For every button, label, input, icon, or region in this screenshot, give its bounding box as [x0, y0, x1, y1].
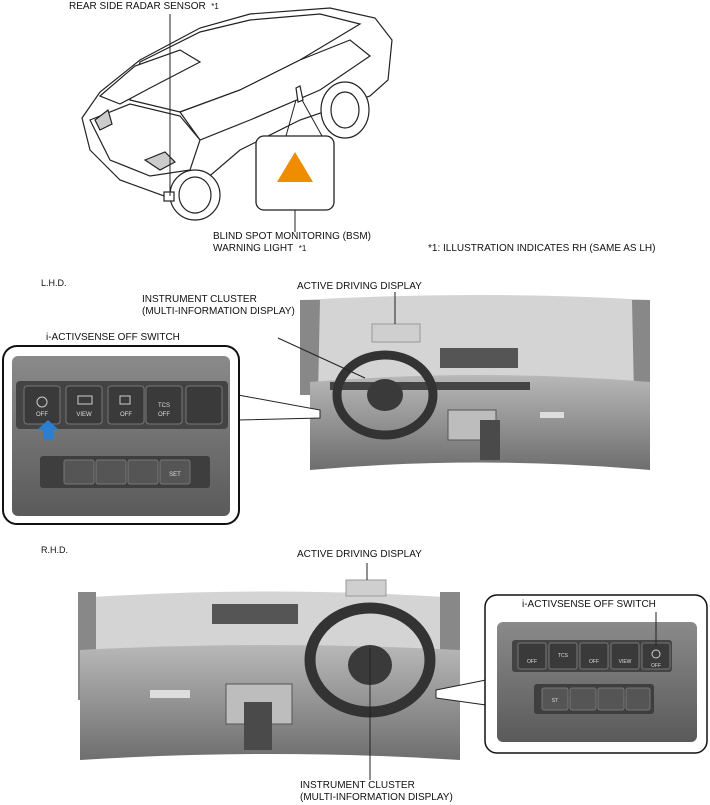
rear-sensor-label: REAR SIDE RADAR SENSOR *1 [69, 1, 219, 13]
rhd-switch-2-label: TCS [558, 653, 568, 659]
rhd-switch-5-label: OFF [651, 663, 661, 669]
rhd-switch-title: i-ACTIVSENSE OFF SWITCH [522, 599, 656, 610]
lhd-cluster-label-line2: (MULTI-INFORMATION DISPLAY) [142, 306, 295, 317]
lhd-lower-switch-label: SET [169, 472, 181, 478]
lhd-switch-1-label: OFF [36, 412, 48, 418]
lhd-switch-3-label: OFF [120, 412, 132, 418]
lhd-zoom-wedge [237, 394, 321, 421]
rear-sensor-note: *1 [211, 2, 219, 11]
lhd-cluster-label-line1: INSTRUMENT CLUSTER [142, 294, 257, 305]
rhd-active-display-label: ACTIVE DRIVING DISPLAY [297, 549, 422, 560]
lhd-switch-2-label: VIEW [76, 412, 92, 418]
leader-mirror [285, 99, 297, 137]
rhd-switch-3-label: OFF [589, 659, 599, 665]
lhd-switch-5-label: OFF [158, 412, 170, 418]
lhd-leader-cluster [277, 337, 366, 379]
lhd-switch-row [23, 385, 223, 425]
lhd-active-display-label: ACTIVE DRIVING DISPLAY [297, 281, 422, 292]
lhd-heading: L.H.D. [41, 278, 67, 288]
rhd-switch-row [517, 642, 671, 670]
leader-mirror-2 [301, 99, 323, 137]
bsm-note: *1 [298, 244, 307, 253]
bsm-warning-triangle-icon [277, 152, 313, 182]
bsm-label-line2-wrap: WARNING LIGHT *1 [213, 243, 306, 255]
illustration-footnote: *1: ILLUSTRATION INDICATES RH (SAME AS L… [428, 243, 656, 254]
rhd-switch-4-label: VIEW [618, 659, 632, 665]
rhd-switch-1-label: OFF [527, 659, 537, 665]
lhd-lower-switches [63, 459, 191, 485]
rhd-cluster-label-line2: (MULTI-INFORMATION DISPLAY) [300, 792, 453, 803]
bsm-label-line2: WARNING LIGHT [213, 243, 294, 254]
lhd-switch-4-label: TCS [158, 403, 170, 409]
car-illustration [81, 7, 393, 221]
lhd-arrow-icon [37, 420, 59, 440]
rhd-dashboard [78, 579, 460, 760]
rear-sensor-text: REAR SIDE RADAR SENSOR [69, 1, 206, 12]
rhd-cluster-label-line1: INSTRUMENT CLUSTER [300, 780, 415, 791]
bsm-label-line1: BLIND SPOT MONITORING (BSM) [213, 231, 371, 242]
rhd-lower-switch-label: ST [551, 698, 559, 704]
rhd-heading: R.H.D. [41, 545, 68, 555]
rhd-lower-switches [541, 687, 651, 711]
lhd-dashboard [300, 295, 650, 470]
lhd-switch-title: i-ACTIVSENSE OFF SWITCH [46, 332, 180, 343]
